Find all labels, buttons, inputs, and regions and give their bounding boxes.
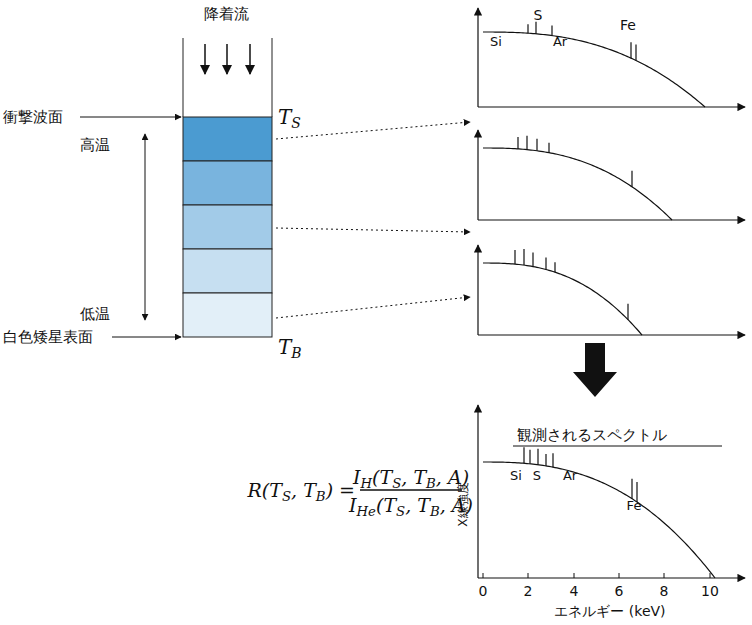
formula-numerator: IH(TS, TB, A) — [353, 467, 469, 488]
element-label: Ar — [563, 469, 577, 483]
flow-label: 降着流 — [204, 6, 249, 23]
spectrum-curve — [483, 263, 642, 335]
tick-label: 0 — [479, 584, 488, 599]
tick-label: 6 — [615, 584, 624, 599]
element-label: Fe — [627, 499, 642, 513]
tick-label: 2 — [524, 584, 533, 599]
element-label: Si — [510, 469, 522, 483]
emission-line — [514, 250, 515, 264]
emission-line — [532, 253, 533, 267]
spectrum-curve — [483, 462, 715, 578]
emission-line — [552, 453, 553, 467]
emission-line — [536, 139, 537, 151]
emission-line — [627, 304, 628, 320]
fraction-bar — [360, 489, 462, 490]
pointer-arrows — [80, 117, 181, 337]
emission-line — [631, 479, 632, 499]
emission-line — [529, 450, 530, 464]
emission-line — [537, 449, 538, 465]
emission-line — [631, 171, 632, 187]
accretion-arrows — [205, 44, 250, 74]
element-label: Si — [490, 35, 502, 49]
spectrum-curve — [483, 148, 672, 220]
tick-label: 10 — [701, 584, 719, 599]
emission-line — [548, 143, 549, 153]
formula-denominator: IHe(TS, TB, A) — [349, 495, 473, 516]
temperature-symbol: TS — [278, 106, 301, 128]
emission-line — [523, 447, 524, 463]
shock-label: 衝撃波面 — [3, 109, 63, 126]
spectra — [483, 22, 715, 578]
surface-label: 白色矮星表面 — [3, 329, 93, 346]
element-label: Ar — [553, 35, 567, 49]
title-underline — [513, 446, 722, 447]
dotted-arrows — [276, 122, 470, 318]
high-temp-label: 高温 — [80, 137, 110, 154]
element-label: S — [533, 469, 541, 483]
emission-line — [517, 137, 518, 149]
emission-line — [630, 42, 631, 58]
temperature-symbol: TB — [278, 336, 302, 358]
tick-label: 4 — [570, 584, 579, 599]
emission-line — [545, 454, 546, 466]
low-temp-label: 低温 — [80, 306, 110, 323]
plot-axes — [478, 8, 745, 578]
emission-line — [527, 24, 528, 33]
emission-line — [635, 44, 636, 60]
ticks — [483, 573, 710, 578]
element-label: S — [534, 8, 543, 23]
axis-title: エネルギー (keV) — [554, 604, 665, 619]
spectrum-curve — [483, 32, 705, 107]
emission-line — [526, 136, 527, 150]
emission-line — [523, 249, 524, 265]
emission-line — [545, 257, 546, 269]
plot-title: 観測されるスペクトル — [517, 427, 667, 444]
tick-label: 8 — [660, 584, 669, 599]
element-label: Fe — [620, 18, 636, 33]
emission-line — [551, 26, 552, 36]
formula-lhs: R(TS, TB) = — [248, 480, 355, 501]
emission-line — [554, 262, 555, 272]
emission-line — [535, 22, 536, 34]
big-down-arrow — [573, 343, 617, 397]
plasma-column — [183, 38, 272, 337]
